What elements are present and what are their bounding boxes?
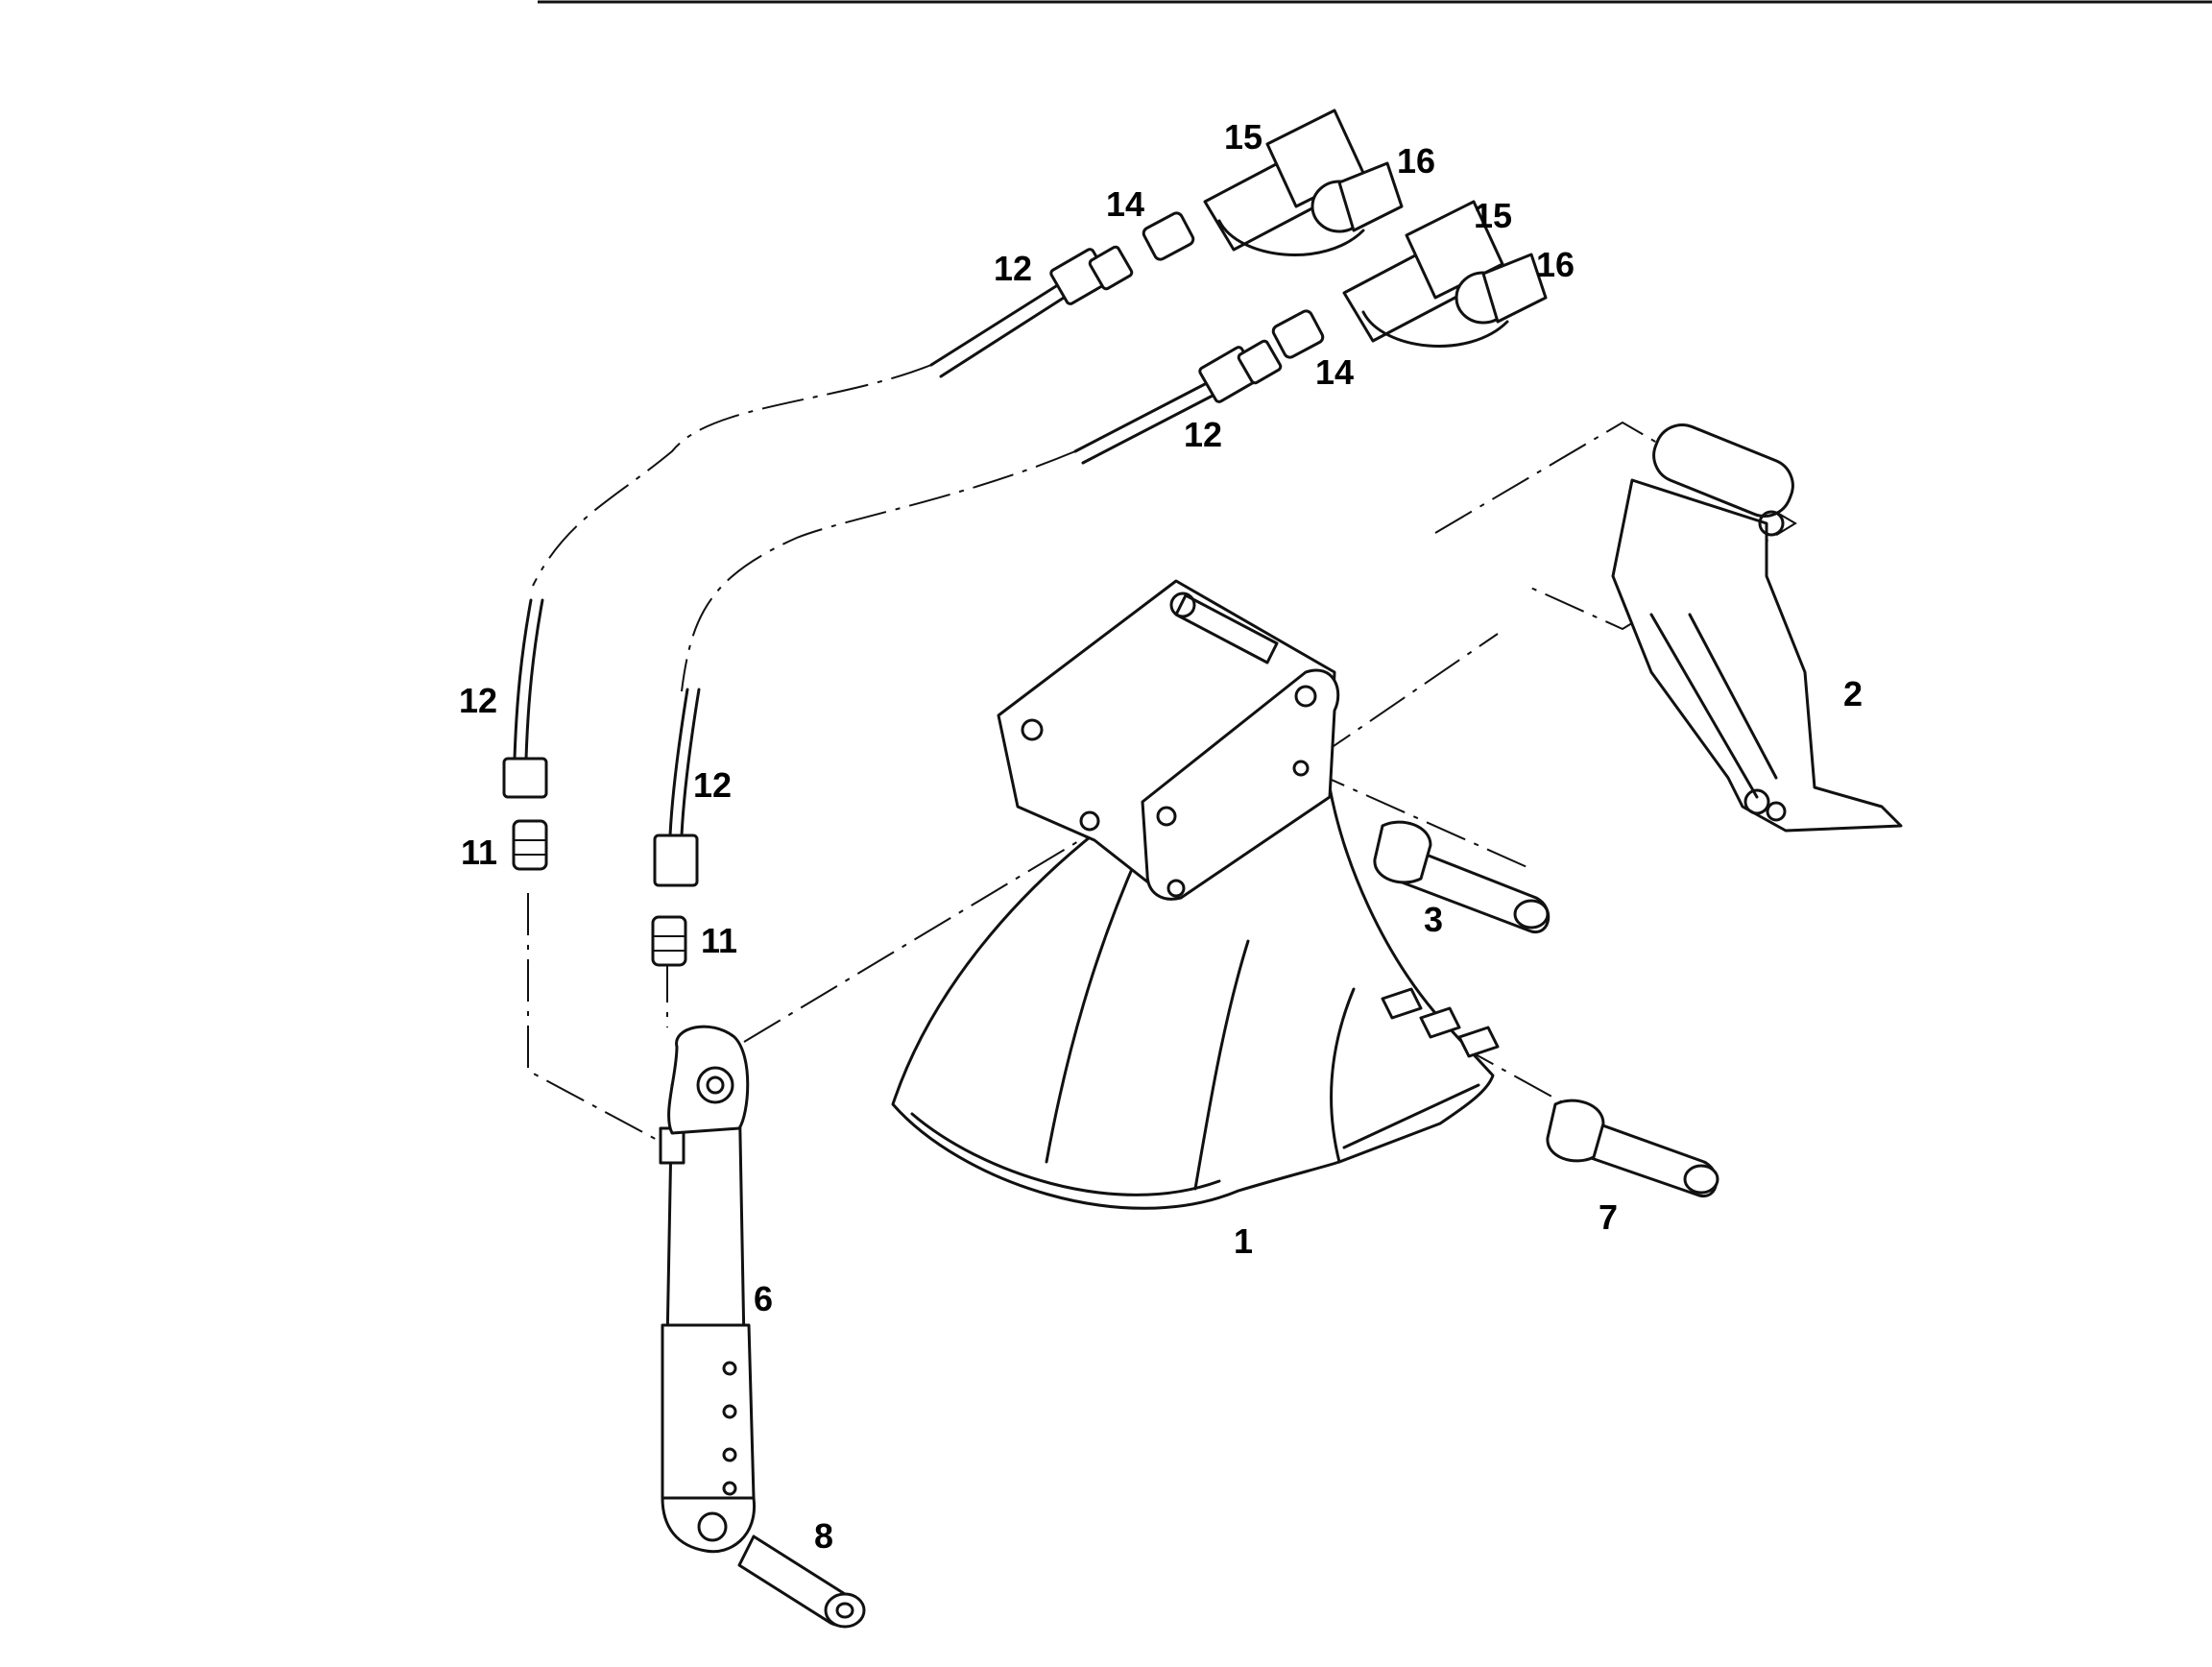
fitting-11-left [512, 819, 548, 871]
pin-8 [737, 1534, 866, 1629]
callout-12-upper-left: 12 [994, 249, 1032, 288]
callout-11-left: 11 [461, 833, 497, 872]
callout-7: 7 [1599, 1197, 1618, 1237]
callout-12-upper-right: 12 [1184, 415, 1222, 454]
hose-12-upper-right [1073, 339, 1283, 465]
callout-16-upper: 16 [1397, 141, 1435, 181]
callout-14-lower: 14 [1315, 352, 1354, 392]
callout-12-right-lower: 12 [693, 765, 732, 805]
hydraulic-cylinder [659, 1025, 757, 1554]
bucket [891, 579, 1500, 1210]
callout-12-left-lower: 12 [459, 681, 497, 720]
callout-15-lower: 15 [1474, 196, 1512, 235]
hinge-bracket [1611, 423, 1903, 833]
callout-1: 1 [1234, 1221, 1253, 1261]
hose-12-left-lower [502, 598, 548, 799]
cap-16-upper [1217, 161, 1404, 256]
callout-14-upper: 14 [1106, 184, 1144, 224]
fitting-11-right [651, 915, 687, 967]
callout-2: 2 [1843, 674, 1863, 713]
callout-11-right: 11 [701, 921, 737, 960]
adapter-14-upper [1142, 211, 1195, 261]
cap-16-lower [1361, 253, 1548, 348]
hose-12-upper-left [929, 245, 1134, 378]
callout-8: 8 [814, 1516, 833, 1556]
adapter-14-lower [1271, 309, 1325, 359]
pin-3 [1373, 820, 1551, 933]
hose-12-right-lower [653, 688, 701, 887]
callout-labels: 1 2 3 6 7 8 11 11 12 12 12 12 14 14 15 1… [459, 117, 1863, 1556]
callout-6: 6 [754, 1279, 773, 1318]
callout-3: 3 [1424, 900, 1443, 939]
callout-15-upper: 15 [1224, 117, 1262, 157]
callout-16-lower: 16 [1536, 245, 1575, 284]
pin-7 [1546, 1099, 1719, 1197]
